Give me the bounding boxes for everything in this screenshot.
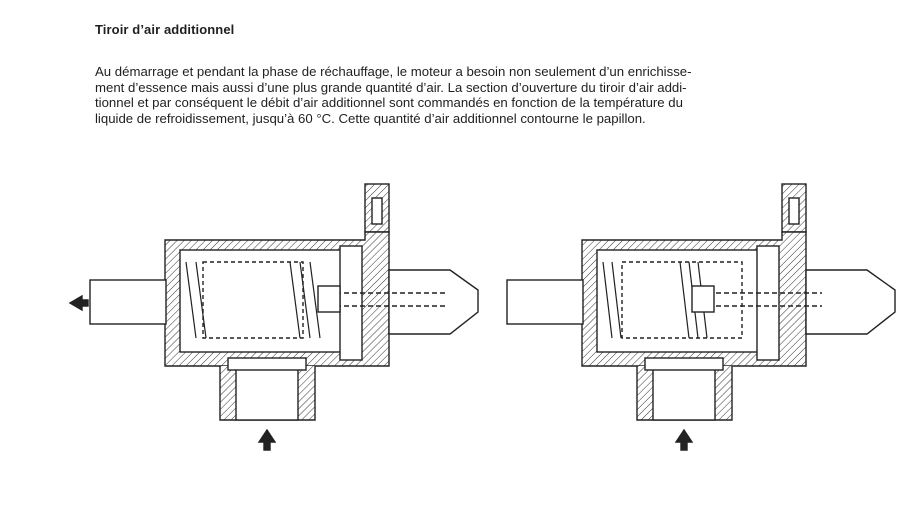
paragraph-line: tionnel et par conséquent le débit d’air… <box>95 95 683 111</box>
paragraph-line: ment d’essence mais aussi d’une plus gra… <box>95 79 687 95</box>
flow-arrow-in <box>257 428 277 451</box>
outlet-tube <box>89 279 167 325</box>
spring-coil <box>185 261 321 339</box>
outlet-tube <box>506 279 584 325</box>
paragraph-line: liquide de refroidissement, jusqu’à 60 °… <box>95 110 646 126</box>
body-paragraph: Au démarrage et pendant la phase de réch… <box>95 64 895 126</box>
valve-diagram-closed <box>506 183 896 451</box>
flow-arrow-in <box>674 428 694 451</box>
paragraph-line: Au démarrage et pendant la phase de réch… <box>95 64 692 79</box>
sensor-nozzle <box>388 269 479 335</box>
sensor-nozzle <box>805 269 896 335</box>
section-heading: Tiroir d’air additionnel <box>95 22 235 37</box>
slide-gate <box>621 261 743 339</box>
flow-arrow-out <box>68 294 89 312</box>
valve-diagram-open <box>68 183 479 451</box>
spring-coil <box>602 261 708 339</box>
slide-gate <box>202 261 304 339</box>
